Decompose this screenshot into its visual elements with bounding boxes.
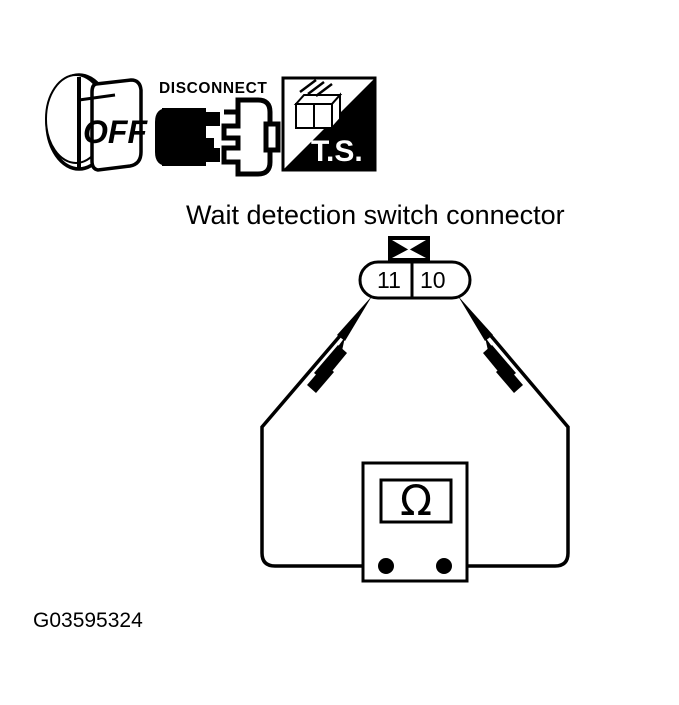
page-title: Wait detection switch connector (186, 200, 565, 230)
ignition-key-label: OFF (83, 114, 148, 150)
connector-pin-11: 11 (377, 267, 401, 293)
ts-label: T.S. (311, 135, 363, 168)
test-probe-right (458, 296, 523, 393)
test-probe-left (307, 296, 372, 393)
connector-housing (358, 260, 472, 300)
connector-pin-10: 10 (420, 267, 446, 293)
ohmmeter-display (379, 478, 453, 524)
ts-connector-sketch (293, 79, 343, 131)
wire-right (442, 328, 570, 568)
troubleshooting-ts-icon: T.S. (281, 76, 377, 172)
wait-detection-switch-connector: 11 10 (358, 236, 472, 300)
figure-caption: G03595324 (33, 609, 143, 632)
ignition-key-off-icon: OFF (45, 73, 148, 172)
connector-disconnect-icon: DISCONNECT (155, 80, 281, 177)
wire-left (260, 328, 388, 568)
ohmmeter: Ω (361, 461, 469, 583)
ohmmeter-terminal-right (436, 558, 452, 574)
ohmmeter-omega-symbol: Ω (400, 476, 432, 525)
ohmmeter-terminal-left (378, 558, 394, 574)
disconnect-label: DISCONNECT (159, 80, 267, 97)
